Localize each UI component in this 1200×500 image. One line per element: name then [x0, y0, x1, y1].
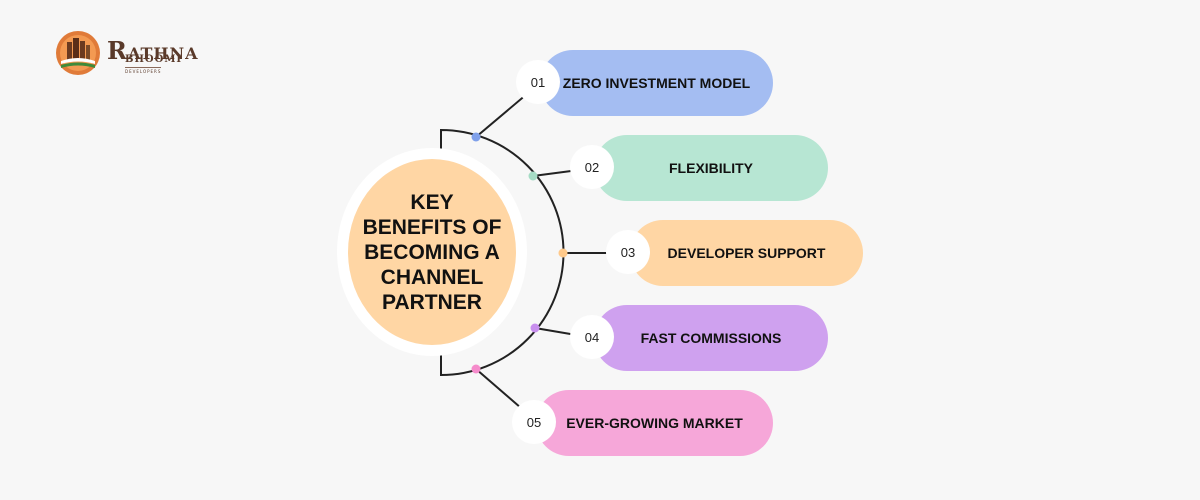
benefit-label: FLEXIBILITY	[669, 160, 753, 176]
benefit-pill-05: EVER-GROWING MARKET	[536, 390, 773, 456]
benefit-pill-04: FAST COMMISSIONS	[594, 305, 828, 371]
benefit-number-04: 04	[570, 315, 614, 359]
company-logo: RATHNA BHOOMI DEVELOPERS	[55, 30, 205, 76]
benefit-number-02: 02	[570, 145, 614, 189]
node-dot-03	[558, 248, 568, 258]
benefit-label: EVER-GROWING MARKET	[566, 415, 743, 431]
benefit-label: ZERO INVESTMENT MODEL	[562, 75, 751, 91]
node-dot-02	[528, 171, 538, 181]
benefit-label: DEVELOPER SUPPORT	[667, 245, 826, 261]
hub-circle: KEY BENEFITS OF BECOMING A CHANNEL PARTN…	[348, 159, 516, 345]
benefit-number-03: 03	[606, 230, 650, 274]
logo-wordmark: RATHNA	[107, 36, 199, 65]
benefit-number-01: 01	[516, 60, 560, 104]
logo-tagline: DEVELOPERS	[125, 67, 162, 74]
logo-subtitle: BHOOMI	[125, 54, 183, 65]
hub-title: KEY BENEFITS OF BECOMING A CHANNEL PARTN…	[362, 190, 502, 314]
benefit-pill-03: DEVELOPER SUPPORT	[630, 220, 863, 286]
benefit-pill-02: FLEXIBILITY	[594, 135, 828, 201]
node-dot-05	[471, 364, 481, 374]
node-dot-04	[530, 323, 540, 333]
node-dot-01	[471, 132, 481, 142]
benefit-pill-01: ZERO INVESTMENT MODEL	[540, 50, 773, 116]
benefit-label: FAST COMMISSIONS	[640, 330, 782, 346]
benefit-number-05: 05	[512, 400, 556, 444]
building-emblem-icon	[56, 31, 100, 75]
